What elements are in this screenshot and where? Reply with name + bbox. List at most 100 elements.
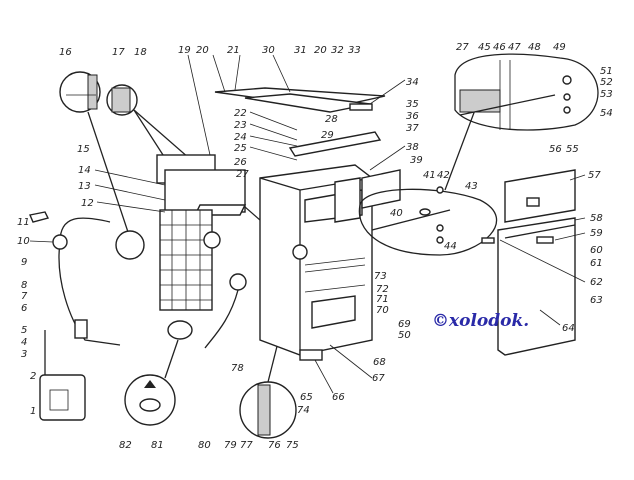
part-label: 50	[398, 330, 411, 341]
part-label: 31	[294, 45, 307, 56]
part-label: 46	[493, 42, 506, 53]
part-label: 10	[17, 236, 30, 247]
part-label: 35	[406, 99, 419, 110]
part-label: 48	[528, 42, 541, 53]
part-label: 4	[21, 337, 27, 348]
part-label: 44	[444, 241, 457, 252]
freezer-door	[334, 169, 401, 223]
part-label: 73	[374, 271, 387, 282]
part-label: 38	[406, 142, 419, 153]
part-label: 54	[600, 108, 613, 119]
part-label: 51	[600, 66, 613, 77]
part-label: 76	[268, 440, 281, 451]
part-label: 62	[590, 277, 603, 288]
part-label: 3	[21, 349, 27, 360]
detail-circle-insulation-left	[59, 71, 129, 233]
part-label: 1	[30, 406, 36, 417]
detail-circle-compressor-mount	[124, 339, 179, 426]
part-label: 49	[553, 42, 566, 53]
part-label: 28	[325, 114, 338, 125]
part-label: 72	[376, 284, 389, 295]
detail-rect-bottom-left	[39, 374, 86, 421]
part-label: 24	[234, 132, 247, 143]
part-label: 27	[456, 42, 469, 53]
part-label: 41	[423, 170, 436, 181]
part-label: 20	[196, 45, 209, 56]
part-label: 55	[566, 144, 579, 155]
top-panel	[214, 87, 386, 157]
hinge-detail-lower	[358, 109, 497, 256]
part-label: 43	[465, 181, 478, 192]
part-label: 34	[406, 77, 419, 88]
part-label: 68	[373, 357, 386, 368]
capillary-tubing	[29, 211, 145, 375]
hinge-detail-upper	[454, 53, 599, 131]
part-label: 75	[286, 440, 299, 451]
drain-tube	[204, 273, 247, 349]
part-label: 45	[478, 42, 491, 53]
part-label: 77	[240, 440, 253, 451]
part-label: 61	[590, 258, 603, 269]
part-label: 22	[234, 108, 247, 119]
part-label: 18	[134, 47, 147, 58]
part-label: 29	[321, 130, 334, 141]
part-label: 12	[81, 198, 94, 209]
part-label: 25	[234, 143, 247, 154]
part-label: 6	[21, 303, 27, 314]
part-label: 5	[21, 325, 27, 336]
part-label: 32	[331, 45, 344, 56]
part-label: 11	[17, 217, 30, 228]
part-label: 59	[590, 228, 603, 239]
part-label: 80	[198, 440, 211, 451]
part-label: 30	[262, 45, 275, 56]
part-label: 66	[332, 392, 345, 403]
part-label: 79	[224, 440, 237, 451]
part-label: 23	[234, 120, 247, 131]
part-label: 15	[77, 144, 90, 155]
part-label: 13	[78, 181, 91, 192]
part-number-labels: 16 17 18 19 20 21 30 31 20 32 33 34 22 2…	[17, 42, 613, 451]
part-label: 63	[590, 295, 603, 306]
part-label: 78	[231, 363, 244, 374]
part-label: 53	[600, 89, 613, 100]
part-label: 69	[398, 319, 411, 330]
part-label: 8	[21, 280, 27, 291]
part-label: 7	[21, 291, 28, 302]
refrigerator-door	[481, 169, 576, 356]
part-label: 17	[112, 47, 125, 58]
part-label: 19	[178, 45, 191, 56]
part-label: 74	[297, 405, 310, 416]
part-label: 81	[151, 440, 164, 451]
part-label: 14	[78, 165, 91, 176]
part-label: 47	[508, 42, 521, 53]
part-label: 65	[300, 392, 313, 403]
part-label: 26	[234, 157, 247, 168]
part-label: 36	[406, 111, 419, 122]
part-label: 58	[590, 213, 603, 224]
part-label: 2	[30, 371, 36, 382]
part-label: 42	[437, 170, 450, 181]
part-label: 82	[119, 440, 132, 451]
part-label: 39	[410, 155, 423, 166]
evaporator-box	[156, 154, 247, 216]
part-label: 56	[549, 144, 562, 155]
part-label: 60	[590, 245, 603, 256]
part-label: 9	[21, 257, 27, 268]
part-label: 37	[406, 123, 419, 134]
part-label: 52	[600, 77, 613, 88]
part-label: 64	[562, 323, 575, 334]
part-label: 71	[376, 294, 389, 305]
part-label: 40	[390, 208, 403, 219]
part-label: 33	[348, 45, 361, 56]
watermark: ©xolodok.	[432, 311, 529, 331]
part-label: 20	[314, 45, 327, 56]
part-label: 16	[59, 47, 72, 58]
part-label: 21	[227, 45, 240, 56]
part-label: 70	[376, 305, 389, 316]
part-label: 57	[588, 170, 601, 181]
part-label: 27	[236, 169, 249, 180]
leader-lines	[29, 54, 586, 394]
part-label: 67	[372, 373, 385, 384]
